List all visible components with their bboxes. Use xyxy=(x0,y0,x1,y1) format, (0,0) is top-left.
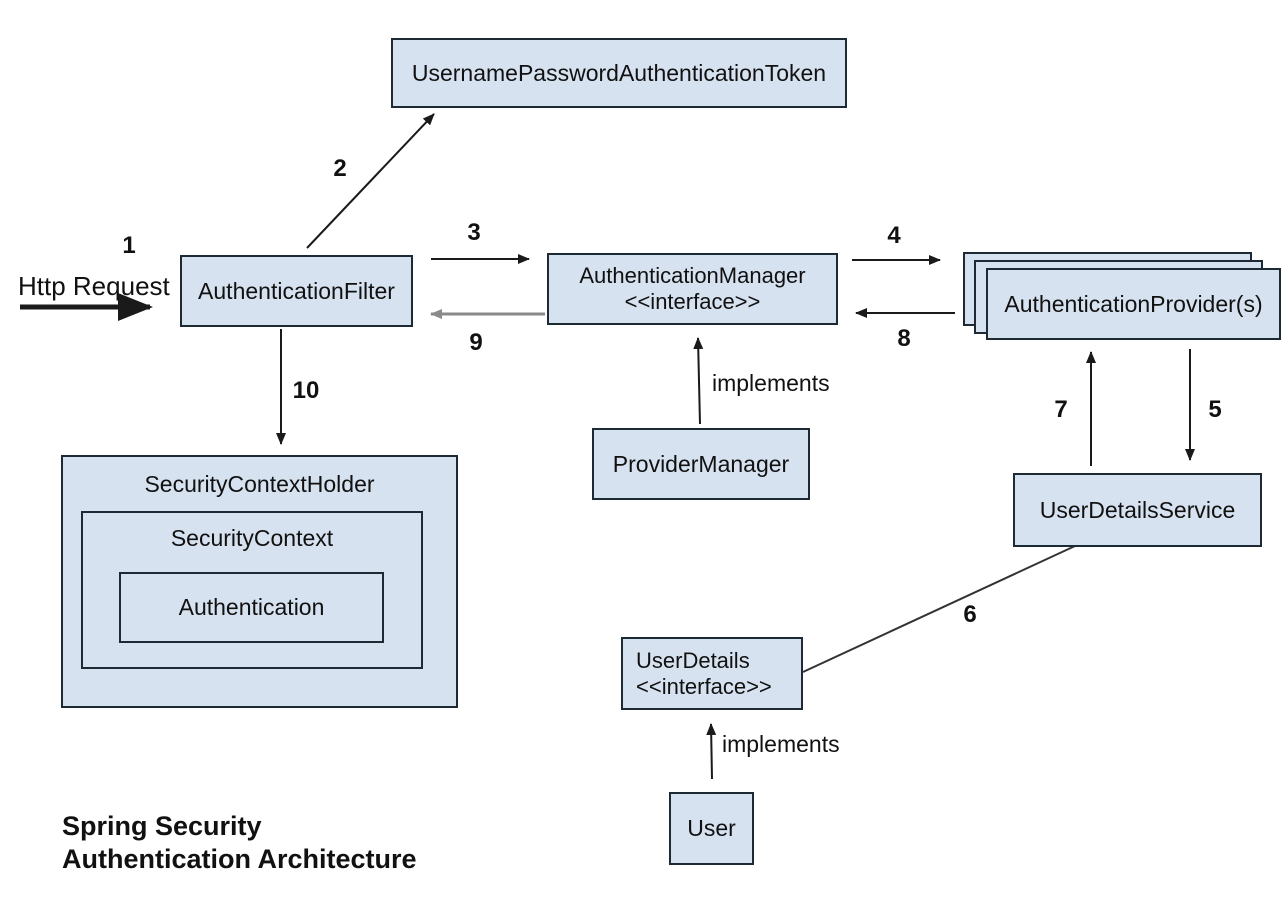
diagram-title: Spring Security Authentication Architect… xyxy=(62,810,417,876)
node-label: AuthenticationManager xyxy=(579,263,806,288)
node-authentication-providers: AuthenticationProvider(s) xyxy=(986,268,1281,340)
line-step-6 xyxy=(802,545,1076,673)
step-label-9: 9 xyxy=(469,329,483,356)
node-label: SecurityContextHolder xyxy=(144,471,375,497)
implements-label-lower: implements xyxy=(722,731,840,757)
step-label-10: 10 xyxy=(292,377,320,404)
node-label: Authentication xyxy=(178,594,325,620)
diagram-title-line1: Spring Security xyxy=(62,811,262,841)
step-label-8: 8 xyxy=(897,325,911,352)
implements-label-upper: implements xyxy=(712,370,830,396)
arrow-implements-upper xyxy=(693,337,704,425)
step-label-6: 6 xyxy=(963,601,977,628)
node-user-details: UserDetails <<interface>> xyxy=(621,637,803,710)
node-stereotype: <<interface>> xyxy=(624,289,761,314)
node-label: UsernamePasswordAuthenticationToken xyxy=(411,59,827,86)
node-provider-manager: ProviderManager xyxy=(592,428,810,500)
step-label-4: 4 xyxy=(887,222,901,249)
node-authentication-filter: AuthenticationFilter xyxy=(180,255,413,327)
step-label-1: 1 xyxy=(122,232,136,259)
node-user: User xyxy=(669,792,754,865)
node-authentication-manager: AuthenticationManager <<interface>> xyxy=(547,253,838,325)
diagram-title-line2: Authentication Architecture xyxy=(62,844,417,874)
node-label: UserDetailsService xyxy=(1039,496,1236,523)
step-label-7: 7 xyxy=(1054,396,1068,423)
node-user-details-service: UserDetailsService xyxy=(1013,473,1262,547)
step-label-2: 2 xyxy=(333,155,347,182)
arrow-step-2 xyxy=(306,113,435,249)
node-label: UserDetails xyxy=(636,647,750,673)
step-label-5: 5 xyxy=(1208,396,1222,423)
node-stereotype: <<interface>> xyxy=(636,673,772,699)
node-label: ProviderManager xyxy=(612,450,790,477)
node-authentication: Authentication xyxy=(119,572,384,643)
http-request-label: Http Request xyxy=(18,271,170,301)
node-label: SecurityContext xyxy=(170,525,334,551)
step-label-3: 3 xyxy=(467,219,481,246)
node-label: AuthenticationProvider(s) xyxy=(1004,290,1263,317)
node-username-password-authentication-token: UsernamePasswordAuthenticationToken xyxy=(391,38,847,108)
node-label: User xyxy=(687,815,736,841)
arrow-implements-lower xyxy=(706,723,717,780)
node-label: AuthenticationFilter xyxy=(198,277,395,304)
